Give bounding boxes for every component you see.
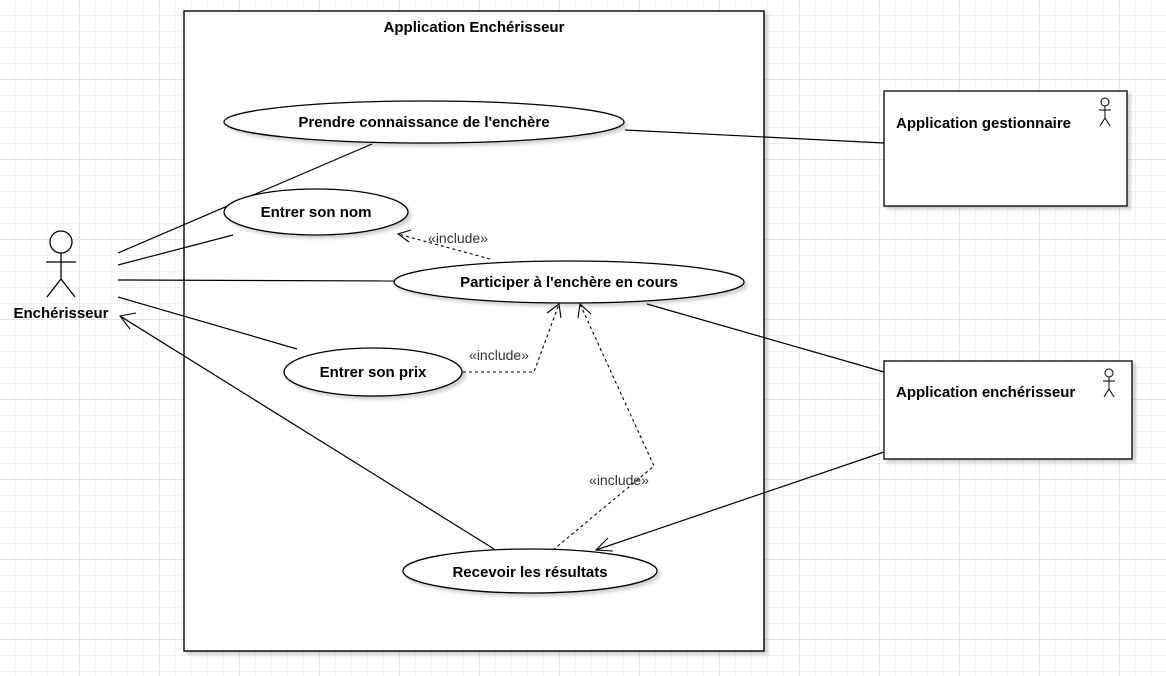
associations xyxy=(117,129,885,552)
assoc-prendre-gestionnaire[interactable] xyxy=(624,129,885,144)
use-case-nom-label: Entrer son nom xyxy=(261,204,372,221)
assoc-app-encherisseur-resultats[interactable] xyxy=(595,451,885,551)
use-case-participer-label: Participer à l'enchère en cours xyxy=(460,274,678,291)
use-case-participer[interactable]: Participer à l'enchère en cours xyxy=(393,260,745,304)
include-arrow-head-prix xyxy=(546,303,562,319)
system-title: Application Enchérisseur xyxy=(384,19,565,36)
use-case-prix[interactable]: Entrer son prix xyxy=(283,347,463,397)
assoc-resultats-encherisseur[interactable] xyxy=(119,315,495,550)
actor-gestionnaire-label: Application gestionnaire xyxy=(896,115,1071,132)
use-case-resultats[interactable]: Recevoir les résultats xyxy=(402,548,658,594)
actor-app-encherisseur-label: Application enchérisseur xyxy=(896,384,1075,401)
stick-figure-icon xyxy=(46,230,76,298)
include-arrow-head-nom xyxy=(396,229,412,243)
include-participer-nom[interactable] xyxy=(397,233,491,260)
include-arrow-head-resultats xyxy=(577,302,592,319)
use-case-prendre-label: Prendre connaissance de l'enchère xyxy=(298,114,549,131)
use-case-prix-label: Entrer son prix xyxy=(320,364,427,381)
include-label-nom: «include» xyxy=(428,230,488,246)
actor-encherisseur[interactable]: Enchérisseur xyxy=(13,230,109,322)
arrow-head-resultats xyxy=(594,537,614,552)
assoc-encherisseur-nom[interactable] xyxy=(117,234,234,266)
use-case-nom[interactable]: Entrer son nom xyxy=(223,188,409,236)
include-label-resultats: «include» xyxy=(589,472,649,488)
actor-encherisseur-label: Enchérisseur xyxy=(13,305,108,322)
actor-application-gestionnaire[interactable]: Application gestionnaire xyxy=(883,90,1128,207)
use-case-prendre[interactable]: Prendre connaissance de l'enchère xyxy=(223,100,625,144)
assoc-encherisseur-participer[interactable] xyxy=(117,279,395,282)
assoc-encherisseur-prix[interactable] xyxy=(117,296,298,350)
stick-figure-icon xyxy=(1099,97,1111,127)
actor-application-encherisseur[interactable]: Application enchérisseur xyxy=(883,360,1133,460)
arrow-head-encherisseur xyxy=(119,312,137,330)
assoc-participer-app-encherisseur[interactable] xyxy=(646,303,885,373)
include-resultats-participer[interactable] xyxy=(552,303,655,551)
use-case-resultats-label: Recevoir les résultats xyxy=(452,564,607,581)
include-label-prix: «include» xyxy=(469,347,529,363)
stick-figure-icon xyxy=(1103,368,1115,398)
include-dependencies: «include» «include» «include» xyxy=(396,229,655,551)
